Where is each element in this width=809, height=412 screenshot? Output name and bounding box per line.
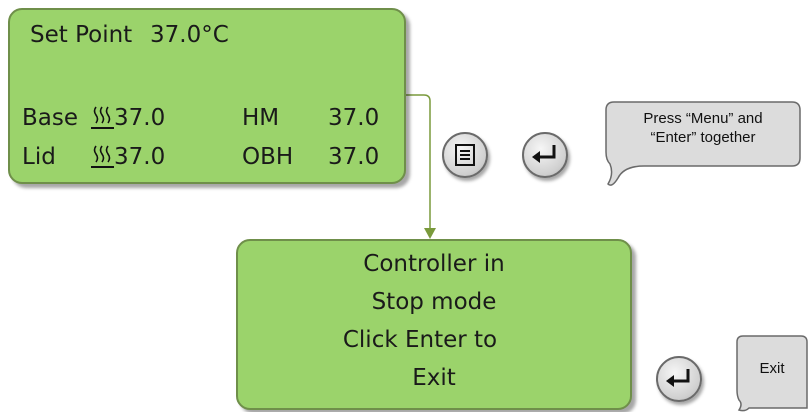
heater-icon — [91, 145, 114, 168]
base-value: 37.0 — [114, 105, 166, 131]
stop-line-4: Exit — [412, 365, 456, 391]
stop-line-3: Click Enter to — [342, 327, 498, 353]
setpoint-value: 37.0°C — [150, 22, 229, 48]
lid-label: Lid — [22, 144, 56, 170]
stop-line-1: Controller in — [363, 251, 505, 277]
lcd-main-display: Set Point 37.0°C Base 37.0 HM 37.0 Lid 3… — [8, 8, 406, 184]
hm-label: HM — [242, 105, 280, 131]
lcd-stop-mode-display: Controller in Stop mode Click Enter to E… — [236, 239, 632, 410]
hm-value: 37.0 — [328, 105, 380, 131]
menu-button[interactable] — [442, 132, 488, 178]
enter-button[interactable] — [522, 132, 568, 178]
setpoint-label: Set Point — [30, 22, 133, 48]
enter-button-exit[interactable] — [656, 356, 702, 402]
enter-icon — [532, 145, 556, 163]
stop-line-2: Stop mode — [371, 289, 497, 315]
base-label: Base — [22, 105, 79, 131]
press-callout-line1: Press “Menu” and — [643, 110, 763, 127]
lid-value: 37.0 — [114, 144, 166, 170]
enter-icon — [666, 369, 690, 387]
heater-icon — [91, 106, 114, 129]
menu-icon — [455, 144, 475, 166]
press-callout-line2: “Enter” together — [650, 129, 756, 146]
exit-callout-label: Exit — [759, 360, 785, 377]
press-menu-enter-callout: Press “Menu” and “Enter” together — [604, 98, 804, 190]
obh-value: 37.0 — [328, 144, 380, 170]
exit-callout: Exit — [735, 332, 809, 412]
obh-label: OBH — [242, 144, 294, 170]
